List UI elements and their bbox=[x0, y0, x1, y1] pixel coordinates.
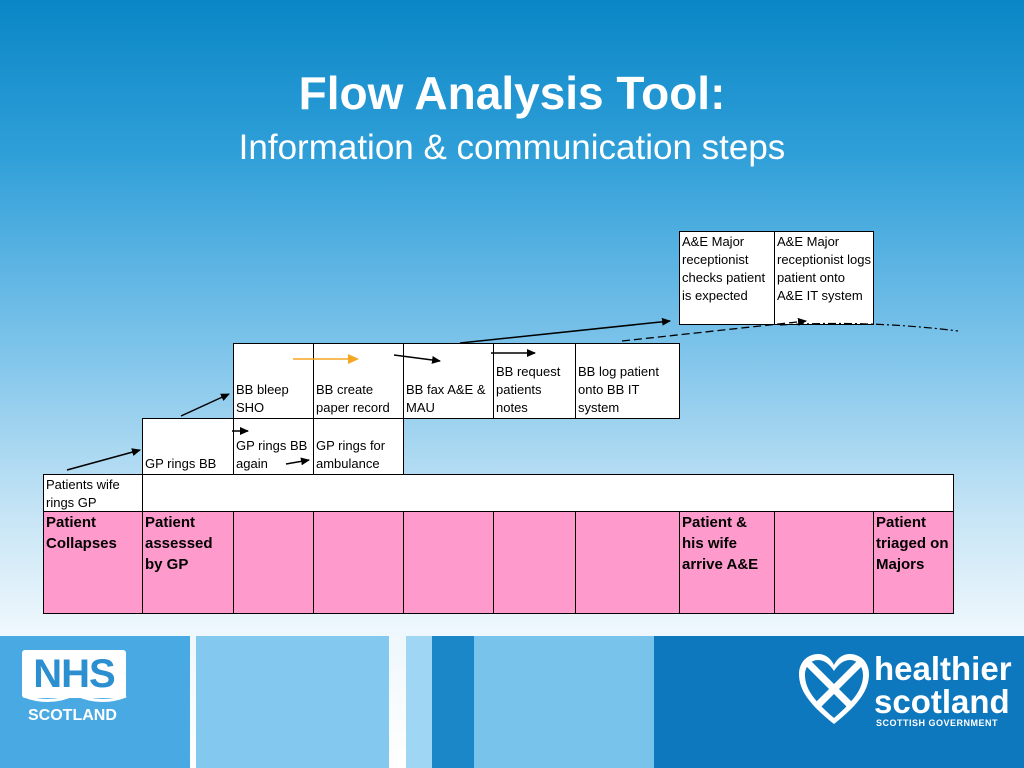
footer-stripe bbox=[196, 636, 389, 768]
nhs-logo: NHS bbox=[22, 650, 126, 698]
event-empty-cell bbox=[493, 511, 576, 614]
step-gp-rings-again-text: GP rings BB again bbox=[236, 438, 308, 471]
step-bb-request-text: BB request patients notes bbox=[496, 364, 561, 415]
step-bb-bleep-text: BB bleep SHO bbox=[236, 382, 289, 415]
event-triaged-majors: Patient triaged on Majors bbox=[873, 511, 954, 614]
saltire-heart-icon bbox=[799, 654, 869, 724]
step-bb-fax-text: BB fax A&E & MAU bbox=[406, 382, 486, 415]
arrow-to-ae-check bbox=[459, 317, 671, 344]
footer-stripe bbox=[432, 636, 474, 768]
arrow-dashed-curve bbox=[779, 322, 959, 332]
footer-stripe bbox=[406, 636, 432, 768]
step-gp-rings-again: GP rings BB again bbox=[233, 418, 314, 475]
event-patient-assessed: Patient assessed by GP bbox=[142, 511, 234, 614]
nhs-swoosh-icon bbox=[23, 692, 127, 702]
step-gp-rings-bb: GP rings BB bbox=[142, 418, 234, 475]
slide-title: Flow Analysis Tool: bbox=[298, 67, 726, 119]
footer-stripe bbox=[474, 636, 654, 768]
step-gp-rings-bb-text: GP rings BB bbox=[145, 456, 217, 471]
scotland-label: scotland bbox=[874, 683, 1010, 720]
healthier-label: healthier bbox=[874, 650, 1012, 687]
step-gp-rings-ambulance: GP rings for ambulance bbox=[313, 418, 404, 475]
step-wife-rings-gp: Patients wife rings GP bbox=[43, 474, 143, 512]
arrow-gp-to-bb bbox=[180, 393, 230, 417]
slide-subtitle: Information & communication steps bbox=[238, 128, 786, 167]
step-bb-log: BB log patient onto BB IT system bbox=[575, 343, 680, 419]
step-gp-rings-ambulance-text: GP rings for ambulance bbox=[316, 438, 386, 471]
event-empty-cell bbox=[313, 511, 404, 614]
step-bb-log-text: BB log patient onto BB IT system bbox=[578, 364, 659, 415]
step-bb-create-text: BB create paper record bbox=[316, 382, 390, 415]
arrow-fax bbox=[393, 354, 441, 364]
row2-background bbox=[43, 474, 954, 512]
arrow-ambulance bbox=[285, 457, 310, 466]
event-arrive-ae: Patient & his wife arrive A&E bbox=[679, 511, 775, 614]
arrow-to-ae-log bbox=[621, 317, 807, 342]
step-bb-fax: BB fax A&E & MAU bbox=[403, 343, 494, 419]
step-bb-bleep: BB bleep SHO bbox=[233, 343, 314, 419]
arrow-wife-to-gp bbox=[66, 448, 141, 471]
nhs-scotland-label: SCOTLAND bbox=[28, 707, 117, 724]
scottish-government-label: SCOTTISH GOVERNMENT bbox=[876, 718, 999, 728]
step-ae-checks: A&E Major receptionist checks patient is… bbox=[679, 231, 775, 325]
event-patient-collapses: Patient Collapses bbox=[43, 511, 143, 614]
event-empty-cell bbox=[233, 511, 314, 614]
step-ae-logs: A&E Major receptionist logs patient onto… bbox=[774, 231, 874, 325]
